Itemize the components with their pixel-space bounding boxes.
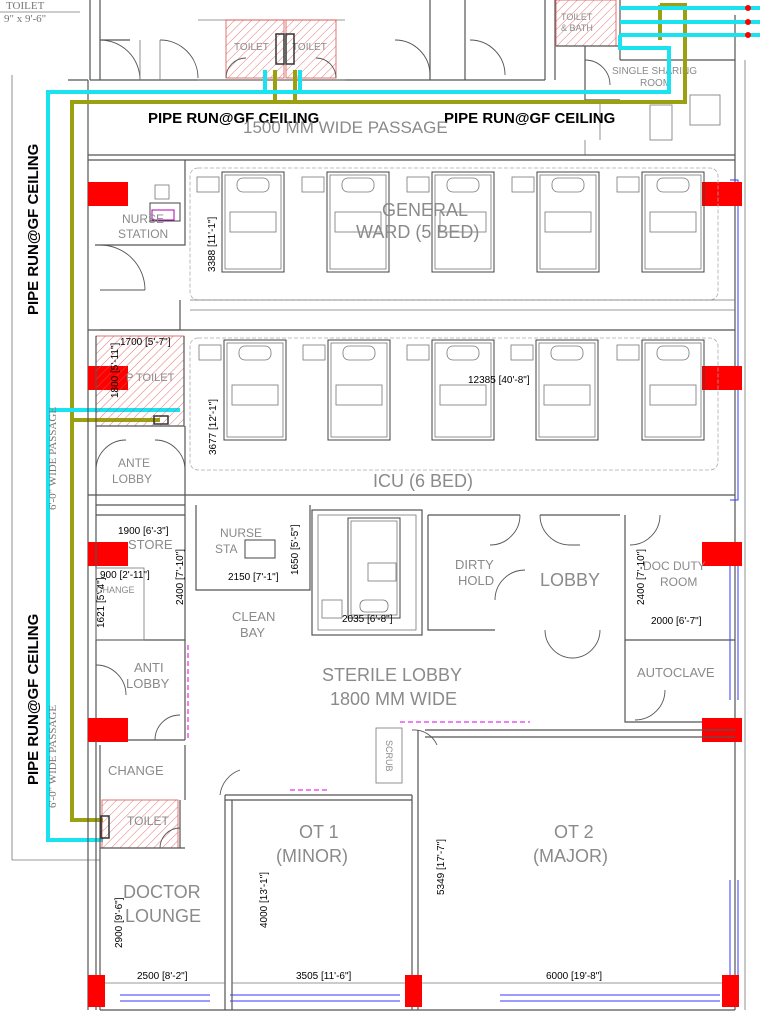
ot2-label-1: OT 2 (554, 822, 594, 842)
ward-depth-dim: 3388 [11'-1"] (207, 216, 218, 272)
doc-duty-label-2: ROOM (660, 575, 697, 589)
ot1-w-dim: 3505 [11'-6"] (296, 971, 352, 982)
left-passage-label-upper: 6'-0" WIDE PASSAGE (47, 407, 59, 510)
column (88, 542, 128, 566)
column (88, 718, 128, 742)
clean-bay-label-1: CLEAN (232, 609, 275, 624)
pipe-label-top-left: PIPE RUN@GF CEILING (148, 110, 319, 127)
store-w-dim: 1900 [6'-3"] (118, 526, 169, 537)
autoclave-label: AUTOCLAVE (637, 665, 715, 680)
toilet-b-label: TOILET (292, 42, 327, 53)
column (702, 182, 742, 206)
single-sharing-label-2: ROOM (640, 78, 671, 89)
doc-toilet-label: TOILET (127, 814, 169, 828)
ptoilet-w-dim: 1700 [5'-7"] (120, 337, 171, 348)
column (702, 542, 742, 566)
ot2-d-dim: 5349 [17'-7"] (436, 839, 447, 895)
lobby-label: LOBBY (540, 570, 600, 590)
olive-pipe (70, 3, 687, 822)
pipe-label-left-lower: PIPE RUN@GF CEILING (25, 614, 42, 785)
dirty-hold-label-1: DIRTY (455, 557, 494, 572)
icu-depth-dim: 3677 [12'-1"] (208, 399, 219, 455)
change-small-label: CHANGE (96, 585, 135, 595)
nurse-station-2-label-2: STA (215, 542, 237, 556)
column (88, 182, 128, 206)
nurse-station-1-label-1: NURSE (122, 212, 164, 226)
sterile-lobby-label-1: STERILE LOBBY (322, 665, 462, 685)
toilet-bath-label-1: TOILET (561, 12, 593, 22)
column (702, 366, 742, 390)
doc-w-dim: 2000 [6'-7"] (651, 616, 702, 627)
ot1-label-1: OT 1 (299, 822, 339, 842)
lounge-w-dim: 2500 [8'-2"] (137, 971, 188, 982)
bed-room-w-dim: 2035 [6'-8"] (342, 614, 393, 625)
column (88, 975, 105, 1007)
sterile-lobby-label-2: 1800 MM WIDE (330, 689, 457, 709)
top-passage-label: 1500 MM WIDE PASSAGE (243, 118, 448, 137)
doc-toilet-hatch (101, 799, 179, 849)
doc-d-dim: 2400 [7'-10"] (636, 549, 647, 605)
doctor-lounge-label-1: DOCTOR (123, 882, 201, 902)
toilet-top-left-label: TOILET (6, 0, 45, 12)
ante-lobby-label-2: LOBBY (112, 472, 152, 486)
cyan-pipe (46, 6, 760, 842)
icu-width-dim: 12385 [40'-8"] (468, 375, 530, 386)
left-passage-label-lower: 6'-0" WIDE PASSAGE (47, 705, 59, 808)
doctor-lounge-label-2: LOUNGE (125, 906, 201, 926)
ante-lobby-label-1: ANTE (118, 456, 150, 470)
scrub-label: SCRUB (384, 740, 394, 772)
dirty-hold-label-2: HOLD (458, 573, 494, 588)
nurse-station-1-label-2: STATION (118, 227, 168, 241)
ptoilet-d-dim: 1800 [5'-11"] (110, 342, 121, 398)
nurse2-d-dim: 1650 [5'-5"] (290, 524, 301, 575)
pipe-label-left-upper: PIPE RUN@GF CEILING (25, 144, 42, 315)
nurse2-w-dim: 2150 [7'-1"] (228, 572, 279, 583)
anti-lobby-label-2: LOBBY (126, 676, 170, 691)
icu-toilet-label: P TOILET (126, 372, 175, 384)
toilet-bath-label-2: & BATH (561, 23, 593, 33)
column (405, 975, 422, 1007)
ot1-label-2: (MINOR) (276, 846, 348, 866)
icu-toilet-hatch (95, 335, 185, 427)
store-label: STORE (128, 537, 173, 552)
anti-lobby-label-1: ANTI (134, 660, 164, 675)
icu-beds (198, 339, 705, 441)
lounge-d-dim: 2900 [9'-6"] (114, 897, 125, 948)
toilet-top-left-dim: 9" x 9'-6" (4, 13, 46, 25)
ot1-d-dim: 4000 [13'-1"] (259, 872, 270, 928)
doc-duty-label-1: DOC DUTY (643, 559, 706, 573)
nurse-station-2-label-1: NURSE (220, 526, 262, 540)
clean-bay-label-2: BAY (240, 625, 265, 640)
ward-beds (196, 171, 705, 273)
change-w-dim: 900 [2'-11"] (100, 570, 150, 581)
column (722, 975, 739, 1007)
pipe-label-top-right: PIPE RUN@GF CEILING (444, 110, 615, 127)
ot2-label-2: (MAJOR) (533, 846, 608, 866)
store-d-dim: 2400 [7'-10"] (175, 549, 186, 605)
change-label: CHANGE (108, 763, 164, 778)
change-d-dim: 1621 [5'-4"] (96, 577, 107, 628)
toilet-bath-hatch (555, 0, 617, 47)
general-ward-label-2: WARD (5 BED) (356, 222, 479, 242)
ot2-w-dim: 6000 [19'-8"] (546, 971, 602, 982)
single-sharing-label-1: SINGLE SHARING (612, 66, 697, 77)
toilet-a-label: TOILET (234, 42, 269, 53)
icu-label: ICU (6 BED) (373, 471, 473, 491)
general-ward-label-1: GENERAL (382, 200, 468, 220)
